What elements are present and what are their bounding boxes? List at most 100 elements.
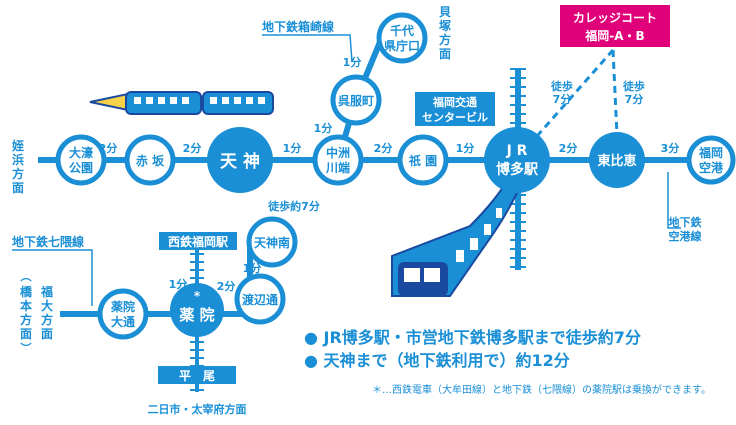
time-ohori-akasaka: 2分 xyxy=(99,141,118,155)
hakozaki-pointer xyxy=(262,34,353,63)
station-hakata[interactable]: J R 博多駅 xyxy=(484,127,550,193)
label-meinohama-2: 浜 xyxy=(12,152,24,167)
station-yakuin-star: * xyxy=(194,289,201,303)
label-fukudai-4: 面 xyxy=(41,327,53,341)
station-hakata-name-2: 博多駅 xyxy=(496,161,539,178)
station-watanabe-dori[interactable]: 渡辺通 xyxy=(234,273,286,325)
label-fukudai-2: 大 xyxy=(41,298,53,313)
badge-line-1: カレッジコート xyxy=(573,11,657,25)
station-nishitetsu-fukuoka[interactable]: 西鉄福岡駅 xyxy=(159,232,237,250)
station-hakata-name-1: J R xyxy=(506,143,528,159)
station-nakasu-name-2: 川端 xyxy=(325,160,350,175)
label-airport-line-2: 空港線 xyxy=(669,229,702,243)
station-tenjin[interactable]: 天 神 xyxy=(207,127,273,193)
station-yakuin-odori-name-2: 大通 xyxy=(111,314,135,329)
station-akasaka[interactable]: 赤 坂 xyxy=(124,134,176,186)
station-chiyo-name-1: 千代 xyxy=(390,23,414,38)
label-futsukaichi: 二日市・太宰府方面 xyxy=(148,402,247,416)
label-walk-b-2: 7分 xyxy=(625,92,644,106)
station-tenjin-name: 天 神 xyxy=(220,151,260,172)
label-walk-tenjin: 徒歩約7分 xyxy=(267,199,320,213)
label-meinohama: 姪 浜 方 面 xyxy=(11,138,24,195)
label-hashimoto-1: 橋 xyxy=(20,284,33,299)
station-yakuin-odori[interactable]: 薬院 大通 xyxy=(97,288,149,340)
info-notes: ● JR博多駅・市営地下鉄博多駅まで徒歩約7分 ● 天神まで（地下鉄利用で）約1… xyxy=(304,328,711,396)
label-kaizuka-3: 方 xyxy=(439,32,451,47)
train-top-icon xyxy=(89,91,274,115)
station-watanabe-name: 渡辺通 xyxy=(242,292,278,307)
station-hirao[interactable]: 平 尾 xyxy=(158,366,236,384)
note-bullet-2: ● 天神まで（地下鉄利用で）約12分 xyxy=(304,351,570,370)
station-yakuin[interactable]: * 薬 院 xyxy=(170,283,224,337)
label-hashimoto-paren-close: ︶ xyxy=(20,341,33,355)
label-hashimoto-2: 本 xyxy=(20,298,32,313)
label-meinohama-1: 姪 xyxy=(11,138,24,153)
college-court-badge: カレッジコート 福岡-A・B xyxy=(560,5,670,47)
label-airport-line-1: 地下鉄 xyxy=(669,215,703,229)
train-jr-icon xyxy=(391,170,526,297)
station-gion[interactable]: 祇 園 xyxy=(397,134,449,186)
label-hashimoto-paren-open: ︵ xyxy=(20,270,33,283)
station-hirao-name: 平 尾 xyxy=(179,369,215,383)
time-hakata-higashi: 2分 xyxy=(559,141,578,155)
label-kaizuka: 貝 塚 方 面 xyxy=(439,5,451,61)
label-kaizuka-1: 貝 xyxy=(439,5,451,19)
label-hashimoto-3: 方 xyxy=(20,312,32,327)
station-higashi-hie[interactable]: 東比恵 xyxy=(589,132,645,188)
station-nishitetsu-fukuoka-name: 西鉄福岡駅 xyxy=(168,234,229,249)
label-hashimoto-4: 面 xyxy=(20,327,32,341)
station-nakasu-kawabata[interactable]: 中洲 川端 xyxy=(312,134,364,186)
nanakuma-pointer xyxy=(12,249,93,306)
station-fukuoka-airport[interactable]: 福岡 空港 xyxy=(686,135,736,185)
direction-labels: 姪 浜 方 面 貝 塚 方 面 地下鉄箱崎線 地下鉄七隈線 地下鉄 空港線 福岡… xyxy=(11,5,703,416)
time-tenjin-nakasu: 1分 xyxy=(283,141,302,155)
time-gion-hakata: 1分 xyxy=(456,141,475,155)
label-kaizuka-4: 面 xyxy=(439,47,451,61)
time-tenjinminami-watanabe: 1分 xyxy=(243,261,262,275)
station-yakuin-name: 薬 院 xyxy=(178,306,214,324)
label-bus-center-1: 福岡交通 xyxy=(432,95,477,109)
label-kaizuka-2: 塚 xyxy=(439,19,451,33)
label-fukudai-1: 福 xyxy=(40,284,53,299)
station-airport-name-1: 福岡 xyxy=(698,145,723,160)
time-nakasu-gofuku: 1分 xyxy=(314,121,333,135)
note-footnote: ＊…西鉄電車（大牟田線）と地下鉄（七隈線）の薬院駅は乗換ができます。 xyxy=(372,383,711,396)
station-tenjin-minami[interactable]: 天神南 xyxy=(246,216,298,268)
label-walk-b-1: 徒歩 xyxy=(622,79,645,93)
station-nakasu-name-1: 中洲 xyxy=(326,145,350,160)
label-walk-a-1: 徒歩 xyxy=(550,79,573,93)
time-gofuku-chiyo: 1分 xyxy=(343,55,362,69)
station-ohori-koen-name-1: 大濠 xyxy=(69,145,93,160)
note-bullet-1: ● JR博多駅・市営地下鉄博多駅まで徒歩約7分 xyxy=(304,328,641,347)
airport-line-pointer xyxy=(667,172,681,229)
walk-line-b xyxy=(611,49,619,136)
station-ohori-koen-name-2: 公園 xyxy=(69,161,93,175)
label-meinohama-3: 方 xyxy=(12,166,24,181)
station-higashi-hie-name: 東比恵 xyxy=(597,153,636,169)
station-gofukumachi-name: 呉服町 xyxy=(338,93,374,108)
label-hakozaki-line: 地下鉄箱崎線 xyxy=(262,19,334,34)
label-nanakuma-line: 地下鉄七隈線 xyxy=(12,234,84,249)
walk-line-a xyxy=(536,49,615,136)
station-gion-name: 祇 園 xyxy=(408,153,437,168)
label-bus-center-2: センタービル xyxy=(422,110,488,124)
station-airport-name-2: 空港 xyxy=(699,160,724,175)
label-bus-center: 福岡交通 センタービル xyxy=(415,92,495,126)
station-chiyo-name-2: 県庁口 xyxy=(384,38,420,53)
station-yakuin-odori-name-1: 薬院 xyxy=(111,299,135,314)
time-akasaka-tenjin: 2分 xyxy=(183,141,202,155)
time-nakasu-gion: 2分 xyxy=(374,141,393,155)
label-meinohama-4: 面 xyxy=(12,181,24,195)
label-hashimoto: ︵ 橋 本 方 面 ︶ xyxy=(20,270,33,355)
station-akasaka-name: 赤 坂 xyxy=(136,153,165,168)
station-gofukumachi[interactable]: 呉服町 xyxy=(330,74,382,126)
label-fukudai: 福 大 方 面 xyxy=(40,284,53,341)
travel-times: 2分 2分 1分 2分 1分 2分 3分 1分 1分 1分 2分 1分 xyxy=(99,55,680,293)
time-higashi-airport: 3分 xyxy=(661,141,680,155)
station-chiyo-kenchoguchi[interactable]: 千代 県庁口 xyxy=(376,12,428,64)
time-watanabe-yakuin: 2分 xyxy=(217,279,236,293)
station-ohori-koen[interactable]: 大濠 公園 xyxy=(55,134,107,186)
time-nishitetsu-yakuin: 1分 xyxy=(169,277,188,291)
label-fukudai-3: 方 xyxy=(41,312,53,327)
